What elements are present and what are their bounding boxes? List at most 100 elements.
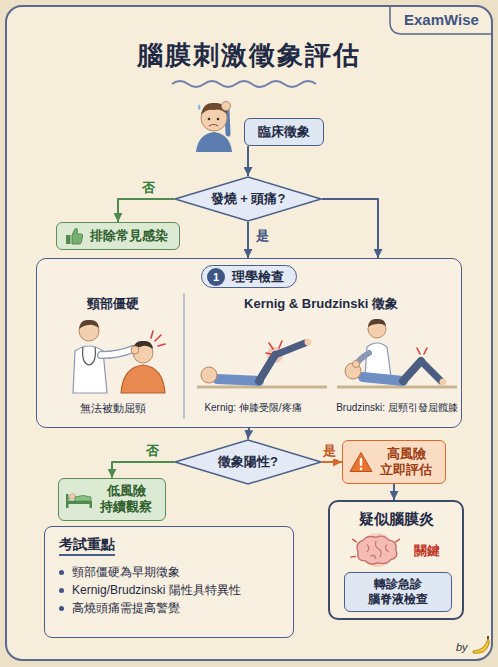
node-content: 徵象陽性? — [218, 454, 278, 470]
brand-label: ExamWise — [404, 11, 479, 28]
title-wave — [172, 81, 316, 87]
node-text: 發燒 + 頭痛? — [211, 191, 286, 207]
bullet-dot — [59, 606, 64, 611]
diagram-title: 腦膜刺激徵象評估 — [0, 38, 498, 73]
bullet-dot — [59, 588, 64, 593]
edge-label: 否 — [140, 180, 157, 196]
node-text: 徵象陽性? — [218, 454, 278, 470]
patient-icon — [196, 102, 232, 153]
exam-illustrations-part — [183, 293, 184, 419]
note-text: Kernig/Brudzinski 陽性具特異性 — [72, 583, 241, 598]
credit-label: by — [456, 641, 468, 653]
exam-notes: 考試重點頸部僵硬為早期徵象Kernig/Brudzinski 陽性具特異性高燒頭… — [44, 526, 294, 638]
connector — [322, 461, 342, 463]
kernig-figure-part — [305, 339, 312, 346]
diagnosis-card: 疑似腦膜炎關鍵轉診急診 腦脊液檢查 — [328, 500, 464, 620]
thumbs-up-icon-part — [66, 235, 71, 244]
high-risk-box: 高風險 立即評估 — [342, 440, 446, 484]
patient-icon-part — [208, 118, 211, 121]
brudzinski-figure-part — [365, 343, 391, 377]
node-text: 低風險 持續觀察 — [100, 483, 152, 516]
note-row: 高燒頭痛需提高警覺 — [59, 601, 279, 616]
kernig-figure-part — [197, 386, 327, 389]
note-row: Kernig/Brudzinski 陽性具特異性 — [59, 583, 279, 598]
exam-panel: 理學檢查頸部僵硬無法被動屈頸Kernig & Brudzinski 徵象Kern… — [36, 258, 462, 428]
bullet-dot — [59, 570, 64, 575]
banana-logo-part — [487, 636, 489, 639]
brain-illustration-part — [357, 536, 397, 564]
note-text: 頸部僵硬為早期徵象 — [72, 565, 180, 580]
brand-tab — [390, 6, 492, 34]
low-risk-box: 低風險 持續觀察 — [58, 478, 166, 521]
neck-stiffness-figure-part — [121, 365, 165, 393]
kernig-figure-part — [259, 355, 275, 381]
connector — [247, 222, 249, 258]
kernig-figure-part — [217, 379, 259, 381]
brudzinski-figure-part — [440, 379, 447, 386]
brudzinski-figure-part — [368, 319, 386, 327]
banana-logo-part — [473, 638, 489, 653]
note-text: 高燒頭痛需提高警覺 — [72, 601, 180, 616]
brain-illustration-part — [351, 539, 400, 557]
decision-diamond: 發燒 + 頭痛? — [174, 176, 322, 222]
neck-stiffness-figure-part — [101, 349, 133, 355]
neck-stiffness-figure-part — [131, 346, 139, 354]
node-content: 低風險 持續觀察 — [100, 483, 152, 516]
warning-icon-part — [360, 467, 363, 470]
patient-icon-part — [227, 110, 228, 134]
kernig-figure-part — [275, 343, 305, 355]
neck-stiffness-figure-part — [101, 349, 133, 355]
outcome-box: 排除常見感染 — [56, 222, 180, 250]
neck-stiffness-figure — [73, 320, 165, 393]
node-text: 高風險 立即評估 — [380, 446, 432, 479]
patient-icon-part — [198, 104, 201, 110]
thumbs-up-icon-part — [72, 228, 83, 244]
kernig-figure-part — [201, 367, 217, 383]
warning-icon — [349, 451, 373, 473]
panel-text: Kernig & Brudzinski 徵象 — [244, 295, 398, 313]
edge-label: 是 — [254, 228, 271, 244]
brain-illustration — [346, 532, 406, 568]
key-tag: 關鍵 — [414, 542, 440, 560]
kernig-figure-part — [266, 341, 282, 354]
edge-label: 否 — [144, 443, 161, 459]
patient-icon-part — [222, 102, 231, 111]
thumbs-up-icon — [64, 226, 84, 246]
brudzinski-figure-part — [403, 361, 421, 381]
note-row: 頸部僵硬為早期徵象 — [59, 565, 279, 580]
brudzinski-figure-part — [421, 361, 441, 381]
callout-number: 1 — [207, 268, 225, 286]
decision-diamond: 徵象陽性? — [174, 439, 322, 485]
panel-text: Kernig: 伸膝受限/疼痛 — [204, 401, 301, 415]
kernig-figure — [197, 339, 327, 388]
panel-text: Brudzinski: 屈頸引發屈髖膝 — [336, 401, 458, 415]
brain-illustration-part — [367, 541, 389, 559]
brudzinski-figure-part — [337, 386, 457, 389]
warning-icon-part — [350, 452, 372, 471]
node-text: 轉診急診 腦脊液檢查 — [368, 577, 428, 607]
start-box: 臨床徵象 — [244, 118, 324, 146]
rest-bed-icon-part — [90, 501, 93, 508]
connector — [247, 146, 249, 176]
neck-stiffness-figure-part — [79, 320, 99, 329]
rest-bed-icon-part — [75, 495, 91, 501]
diamond-shape — [175, 440, 321, 484]
referral-box: 轉診急診 腦脊液檢查 — [344, 572, 452, 612]
diamond-shape — [175, 177, 321, 221]
rest-bed-icon-part — [70, 493, 76, 499]
neck-stiffness-figure-part — [83, 347, 96, 365]
brudzinski-figure-part — [363, 377, 403, 381]
brudzinski-figure-part — [417, 348, 427, 354]
banana-logo — [473, 636, 489, 653]
brudzinski-figure — [337, 319, 457, 387]
connector — [118, 199, 174, 222]
panel-text: 頸部僵硬 — [87, 295, 139, 313]
neck-stiffness-figure-part — [151, 331, 165, 346]
node-content: 轉診急診 腦脊液檢查 — [368, 577, 428, 607]
node-content: 高風險 立即評估 — [380, 446, 432, 479]
connector — [248, 428, 249, 439]
node-content: 發燒 + 頭痛? — [211, 191, 286, 207]
patient-icon-part — [217, 118, 220, 121]
page-frame — [6, 6, 492, 660]
